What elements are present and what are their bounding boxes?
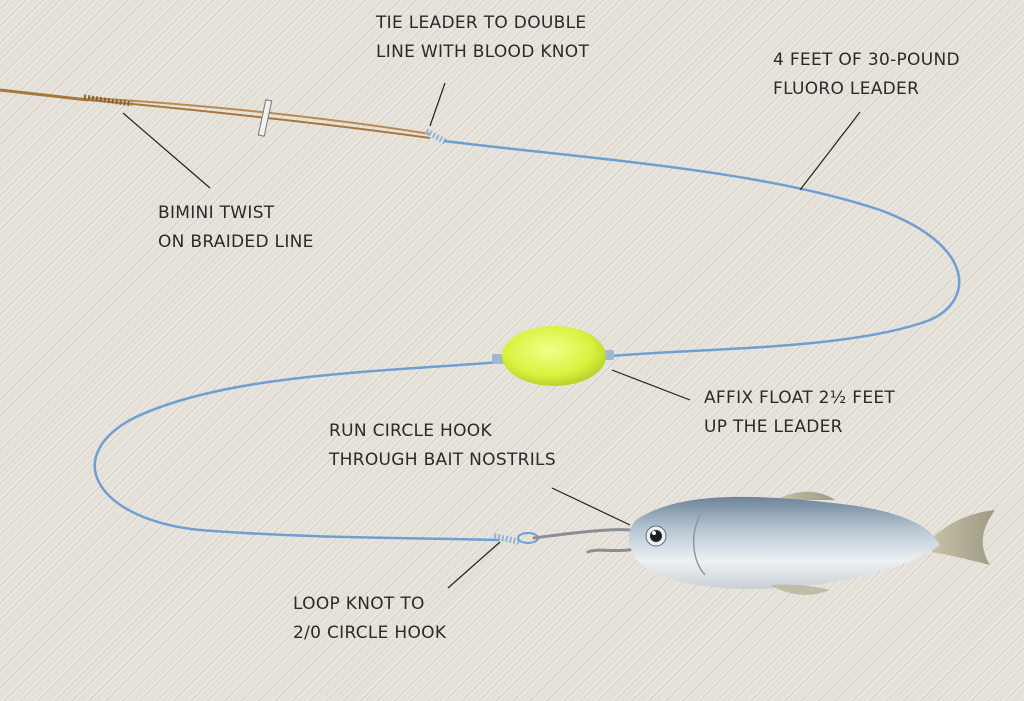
circle-hook-label-line-1: RUN CIRCLE HOOK bbox=[329, 421, 492, 441]
affix-float-label: AFFIX FLOAT 2½ FEET UP THE LEADER bbox=[704, 384, 895, 442]
circle-hook-label: RUN CIRCLE HOOK THROUGH BAIT NOSTRILS bbox=[329, 417, 556, 475]
tie-leader-label-line-1: TIE LEADER TO DOUBLE bbox=[376, 13, 587, 33]
loop-knot-label: LOOP KNOT TO 2/0 CIRCLE HOOK bbox=[293, 590, 446, 648]
fluoro-leader-label-line-1: 4 FEET OF 30-POUND bbox=[773, 50, 960, 70]
bimini-twist-knot bbox=[83, 94, 133, 107]
circle-hook-callout-line bbox=[551, 487, 631, 526]
bimini-callout-line bbox=[122, 112, 211, 189]
affix-float-label-line-2: UP THE LEADER bbox=[704, 417, 843, 437]
loop-knot-label-line-2: 2/0 CIRCLE HOOK bbox=[293, 623, 447, 643]
tie-leader-callout-line bbox=[429, 82, 446, 127]
fluoro-leader-label-line-2: FLUORO LEADER bbox=[773, 79, 920, 99]
affix-float-label-line-1: AFFIX FLOAT 2½ FEET bbox=[704, 388, 896, 408]
fluoro-leader-label: 4 FEET OF 30-POUND FLUORO LEADER bbox=[773, 46, 960, 104]
braided-line bbox=[0, 88, 431, 139]
baitfish bbox=[628, 491, 995, 595]
bimini-twist-label-line-2: ON BRAIDED LINE bbox=[158, 232, 314, 252]
loop-knot-callout-line bbox=[447, 541, 501, 589]
bimini-twist-label-line-1: BIMINI TWIST bbox=[158, 203, 275, 223]
loop-knot bbox=[493, 532, 539, 545]
circle-hook bbox=[532, 528, 644, 554]
fluoro-leader-callout-line bbox=[799, 111, 861, 191]
float bbox=[492, 326, 614, 386]
tie-leader-label-line-2: LINE WITH BLOOD KNOT bbox=[376, 42, 590, 62]
fluoro-leader bbox=[93, 139, 961, 542]
loop-knot-label-line-1: LOOP KNOT TO bbox=[293, 594, 425, 614]
blood-knot bbox=[424, 128, 448, 145]
tie-leader-label: TIE LEADER TO DOUBLE LINE WITH BLOOD KNO… bbox=[376, 9, 589, 67]
circle-hook-label-line-2: THROUGH BAIT NOSTRILS bbox=[329, 450, 556, 470]
line-break-mark bbox=[257, 99, 273, 137]
bimini-twist-label: BIMINI TWIST ON BRAIDED LINE bbox=[158, 199, 314, 257]
callout-lines bbox=[122, 82, 861, 589]
affix-float-callout-line bbox=[611, 369, 691, 401]
